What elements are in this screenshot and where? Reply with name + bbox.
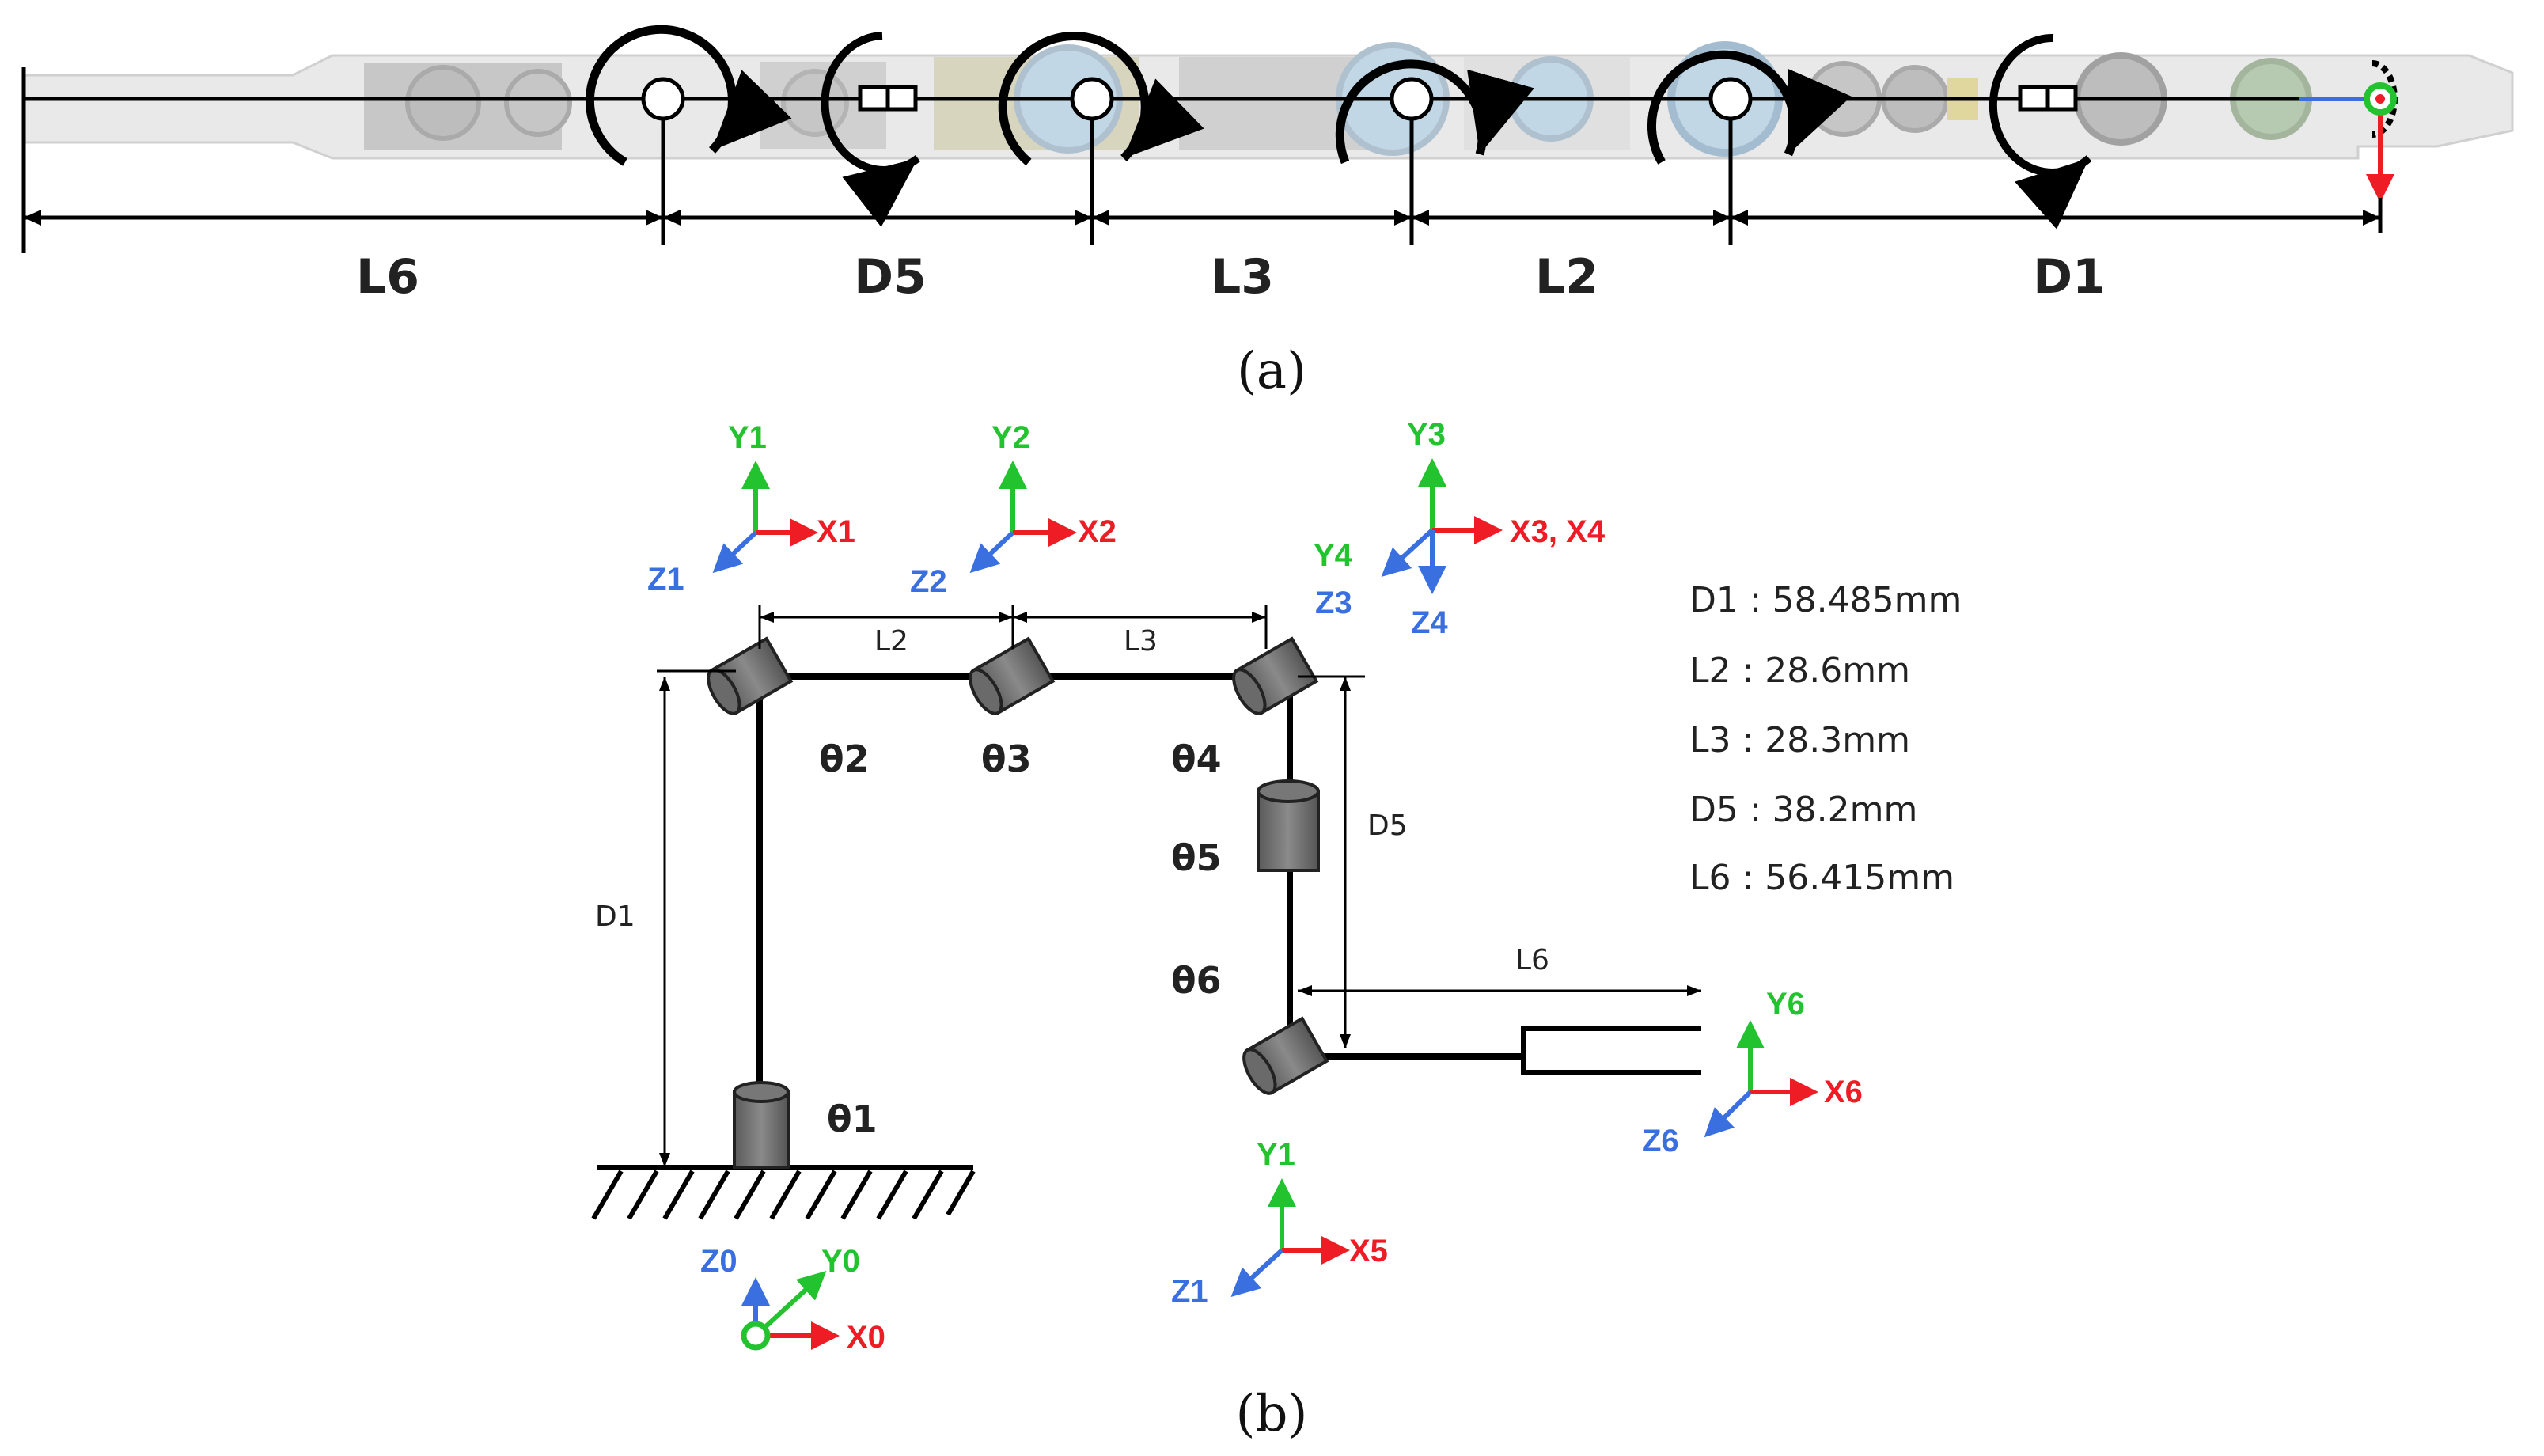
dim-label-L3: L3: [1124, 625, 1158, 658]
parameter-list: D1 : 58.485mm L2 : 28.6mm L3 : 28.3mm D5…: [1689, 580, 1962, 898]
frame-5: Y1 X5 Z1: [1171, 1137, 1388, 1309]
axis-label-X1: X1: [817, 514, 855, 549]
gripper: [1521, 1026, 1701, 1075]
joint-theta4: [1232, 636, 1319, 715]
caption-b: (b): [1236, 1385, 1308, 1443]
dim-label-L2: L2: [874, 625, 908, 658]
axis-label-X2: X2: [1078, 514, 1117, 549]
ground: [591, 1165, 976, 1220]
dimension-lines: [657, 605, 1701, 1167]
joint-label-theta3: θ3: [981, 737, 1032, 780]
axis-label-Y6: Y6: [1766, 987, 1805, 1022]
segment-label-D5: D5: [854, 249, 927, 305]
arm-links: [756, 673, 1523, 1092]
joint-marker-2: [821, 32, 921, 227]
segment-label-L3: L3: [1211, 249, 1274, 305]
joint-label-theta6: θ6: [1171, 959, 1222, 1002]
frame-3-4: Y3 X3, X4 Y4 Z3 Z4: [1314, 417, 1606, 640]
robot-photo: [22, 41, 2514, 160]
segment-label-L6: L6: [356, 249, 419, 305]
dim-label-L6: L6: [1515, 944, 1549, 976]
axis-label-Z4: Z4: [1411, 605, 1448, 640]
end-effector-origin: [2299, 60, 2398, 203]
dim-label-D5: D5: [1367, 810, 1408, 842]
axis-label-Y3: Y3: [1407, 417, 1446, 452]
joint-label-theta4: θ4: [1171, 737, 1222, 780]
axis-label-Y4: Y4: [1314, 538, 1353, 573]
frame-0: Z0 Y0 X0: [700, 1244, 885, 1355]
frame-6: Y6 X6 Z6: [1642, 987, 1863, 1158]
joint-theta1: [733, 1081, 790, 1169]
joint-theta6: [1242, 1016, 1329, 1095]
axis-label-X5: X5: [1349, 1234, 1388, 1268]
axis-label-Z6: Z6: [1642, 1124, 1679, 1158]
spec-D5: D5 : 38.2mm: [1689, 790, 1917, 830]
joint-marker-6: [1989, 33, 2092, 229]
segment-label-L2: L2: [1535, 249, 1598, 305]
frame-2: Y2 X2 Z2: [910, 420, 1117, 599]
axis-label-X0: X0: [847, 1320, 885, 1355]
joint-marker-4: [1335, 59, 1534, 165]
caption-a: (a): [1237, 342, 1306, 400]
axis-label-X6: X6: [1824, 1075, 1863, 1109]
axis-label-Z3: Z3: [1315, 586, 1352, 620]
joint-theta2: [707, 636, 794, 715]
joint-theta5: [1257, 779, 1320, 872]
panel-b: θ1 θ2 θ3 θ4 θ5 θ6 L2 L3 D1 D5 L6: [591, 417, 1962, 1443]
axis-label-Y1: Y1: [728, 420, 767, 455]
panel-a: L6 D5 L3 L2 D1 (a): [21, 25, 2514, 400]
axis-label-Y1-frame5: Y1: [1257, 1137, 1295, 1172]
spec-L2: L2 : 28.6mm: [1689, 650, 1910, 691]
axis-label-Y2: Y2: [991, 420, 1030, 455]
axis-label-Y0: Y0: [821, 1244, 860, 1279]
spec-L6: L6 : 56.415mm: [1689, 858, 1954, 898]
joint-marker-5: [1647, 50, 1852, 165]
joint-theta3: [969, 636, 1056, 715]
joint-label-theta2: θ2: [819, 737, 870, 780]
joint-label-theta5: θ5: [1171, 836, 1222, 879]
frame-1: Y1 X1 Z1: [647, 420, 855, 597]
dim-label-D1: D1: [595, 901, 635, 933]
segment-label-D1: D1: [2033, 249, 2106, 305]
spec-L3: L3 : 28.3mm: [1689, 720, 1910, 760]
axis-label-X3-X4: X3, X4: [1510, 514, 1606, 549]
axis-label-Z1: Z1: [647, 562, 684, 597]
axis-label-Z2: Z2: [910, 564, 947, 599]
joint-label-theta1: θ1: [827, 1098, 878, 1140]
spec-D1: D1 : 58.485mm: [1689, 580, 1962, 620]
axis-label-Z0: Z0: [700, 1244, 737, 1279]
axis-label-Z1-frame5: Z1: [1171, 1274, 1208, 1309]
